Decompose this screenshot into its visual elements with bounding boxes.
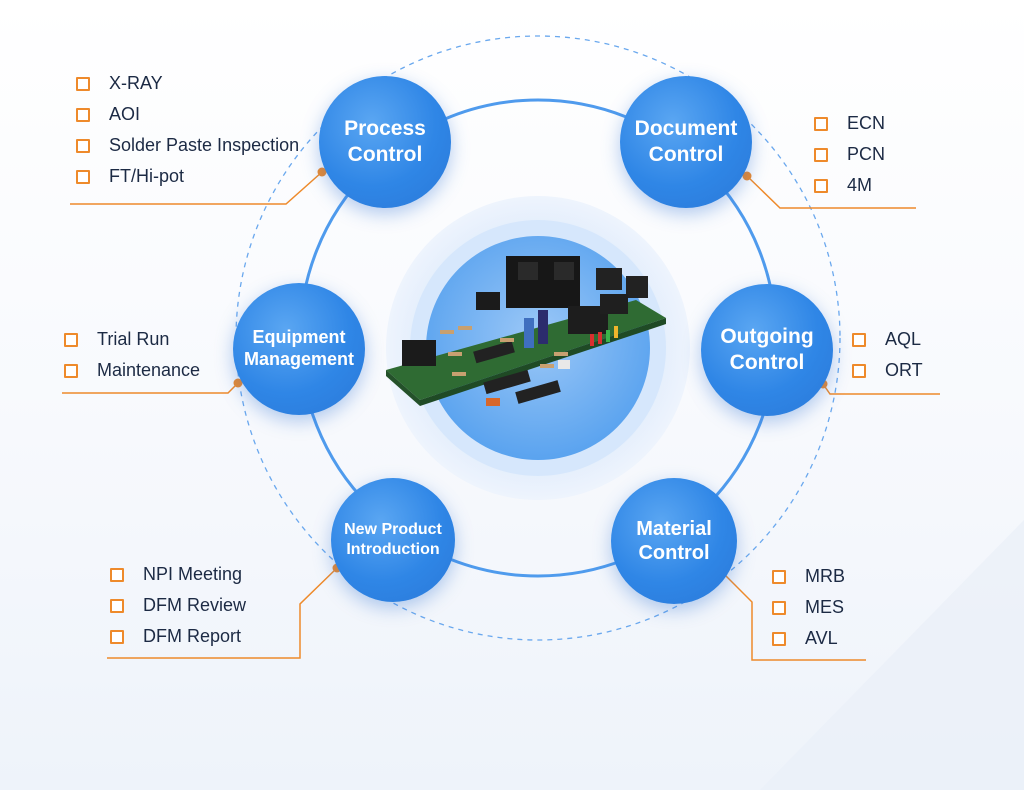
leader-dot-document-control	[742, 171, 752, 181]
list-item: Solder Paste Inspection	[76, 130, 299, 161]
list-item-label: MRB	[805, 566, 845, 586]
checkbox-icon	[814, 147, 828, 162]
leader-equipment-management	[62, 382, 239, 394]
list-item: ECN	[814, 108, 885, 139]
node-label-new-product-introduction: New Product Introduction	[344, 521, 442, 558]
node-label-equipment-management: Equipment Management	[243, 327, 355, 369]
node-new-product-introduction: New Product Introduction	[331, 478, 455, 602]
outer-dashed-ring	[235, 35, 841, 641]
pcb-board-icon	[386, 256, 666, 406]
node-document-control: Document Control	[620, 76, 752, 208]
list-item: Trial Run	[64, 324, 200, 355]
list-item-label: X-RAY	[109, 73, 163, 93]
node-label-outgoing-control: Outgoing Control	[720, 325, 814, 374]
list-item-label: FT/Hi-pot	[109, 166, 185, 186]
list-equipment-management: Trial Run Maintenance	[64, 324, 200, 386]
list-item-label: AVL	[805, 628, 838, 648]
list-process-control: X-RAY AOI Solder Paste Inspection FT/Hi-…	[76, 68, 299, 192]
node-equipment-management: Equipment Management	[233, 283, 365, 415]
list-item-label: ORT	[885, 360, 923, 380]
checkbox-icon	[110, 629, 124, 644]
list-item: FT/Hi-pot	[76, 161, 299, 192]
list-outgoing-control: AQL ORT	[852, 324, 923, 386]
list-item: AVL	[772, 623, 845, 654]
list-item: Maintenance	[64, 355, 200, 386]
checkbox-icon	[76, 138, 90, 153]
checkbox-icon	[76, 76, 90, 91]
leader-process-control	[70, 171, 323, 205]
leader-new-product-introduction	[107, 567, 338, 659]
list-item-label: Trial Run	[97, 329, 170, 349]
checkbox-icon	[64, 363, 78, 378]
node-process-control: Process Control	[319, 76, 451, 208]
background-accent-shape	[760, 520, 1024, 790]
list-item-label: Maintenance	[97, 360, 201, 380]
list-item-label: NPI Meeting	[143, 564, 243, 584]
leader-material-control	[722, 572, 866, 661]
node-outgoing-control: Outgoing Control	[701, 284, 833, 416]
node-label-process-control: Process Control	[344, 117, 426, 166]
node-label-material-control: Material Control	[636, 517, 712, 564]
list-item-label: ECN	[847, 113, 886, 133]
checkbox-icon	[852, 332, 866, 347]
list-item-label: MES	[805, 597, 845, 617]
checkbox-icon	[772, 569, 786, 584]
list-item-label: DFM Report	[143, 626, 242, 646]
list-item: NPI Meeting	[110, 559, 246, 590]
list-item: MES	[772, 592, 845, 623]
checkbox-icon	[110, 567, 124, 582]
list-item-label: DFM Review	[143, 595, 247, 615]
list-item: MRB	[772, 561, 845, 592]
checkbox-icon	[814, 116, 828, 131]
list-item: DFM Review	[110, 590, 246, 621]
node-label-document-control: Document Control	[634, 117, 738, 166]
node-material-control: Material Control	[611, 478, 737, 604]
list-item: AOI	[76, 99, 299, 130]
checkbox-icon	[772, 600, 786, 615]
list-item: 4M	[814, 170, 885, 201]
list-item: X-RAY	[76, 68, 299, 99]
list-item: DFM Report	[110, 621, 246, 652]
list-item-label: AQL	[885, 329, 922, 349]
list-item-label: AOI	[109, 104, 141, 124]
list-item: PCN	[814, 139, 885, 170]
list-new-product-introduction: NPI Meeting DFM Review DFM Report	[110, 559, 246, 652]
list-item-label: 4M	[847, 175, 873, 195]
list-item: ORT	[852, 355, 923, 386]
leader-document-control	[746, 175, 916, 209]
list-item: AQL	[852, 324, 923, 355]
list-item-label: PCN	[847, 144, 886, 164]
list-material-control: MRB MES AVL	[772, 561, 845, 654]
list-document-control: ECN PCN 4M	[814, 108, 885, 201]
checkbox-icon	[772, 631, 786, 646]
checkbox-icon	[852, 363, 866, 378]
checkbox-icon	[110, 598, 124, 613]
checkbox-icon	[814, 178, 828, 193]
checkbox-icon	[64, 332, 78, 347]
checkbox-icon	[76, 169, 90, 184]
list-item-label: Solder Paste Inspection	[109, 135, 300, 155]
checkbox-icon	[76, 107, 90, 122]
